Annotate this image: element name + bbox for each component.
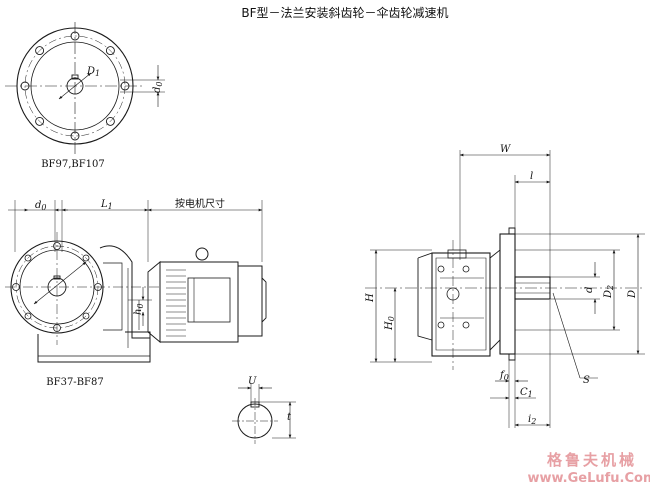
l-label: l (530, 171, 533, 182)
U-label: U (248, 376, 257, 387)
bolt-circle (24, 35, 126, 137)
d0-top-label: d0 (152, 82, 164, 94)
page-title: BF型－法兰安装斜齿轮－伞齿轮减速机 (241, 5, 448, 20)
keyway-detail (232, 384, 296, 444)
C1-label: C1 (520, 387, 533, 399)
d-label: d (584, 287, 595, 293)
gearbox-side-view (5, 200, 267, 363)
f0-label: f0 (499, 370, 509, 382)
d0-side-label: d0 (35, 200, 47, 212)
D1-dimension-line (58, 72, 92, 100)
watermark-url: www.GeLufu.Com (527, 471, 650, 486)
side-view-caption: BF37-BF87 (46, 377, 103, 388)
H0-label: H0 (384, 316, 396, 331)
h0-side-label: h0 (133, 303, 145, 315)
D2-label: D2 (603, 285, 615, 299)
S-label: S (583, 375, 590, 386)
gearbox-front-view (365, 150, 645, 428)
motor-dim-label: 按电机尺寸 (175, 197, 225, 210)
i2-label: i2 (528, 414, 536, 426)
top-view-caption: BF97,BF107 (41, 159, 105, 170)
W-label: W (500, 144, 511, 155)
D-label: D (627, 290, 638, 299)
motor-adapter (147, 261, 161, 343)
bolt-holes (20, 31, 130, 141)
terminal-box (187, 277, 231, 323)
front-housing (431, 252, 491, 357)
D1-label: D1 (86, 66, 100, 78)
output-flange (499, 233, 516, 355)
H-label: H (365, 293, 376, 303)
L1-label: L1 (100, 199, 113, 211)
flange-top-view (5, 22, 165, 155)
motor-fan-cover (237, 265, 263, 337)
flange-inner-circle (30, 41, 120, 131)
watermark-brand: 格鲁夫机械 (547, 451, 637, 469)
flange-outer-circle (16, 27, 134, 145)
t-label: t (287, 412, 292, 423)
S-leader (552, 292, 581, 379)
lifting-eye (195, 247, 209, 261)
